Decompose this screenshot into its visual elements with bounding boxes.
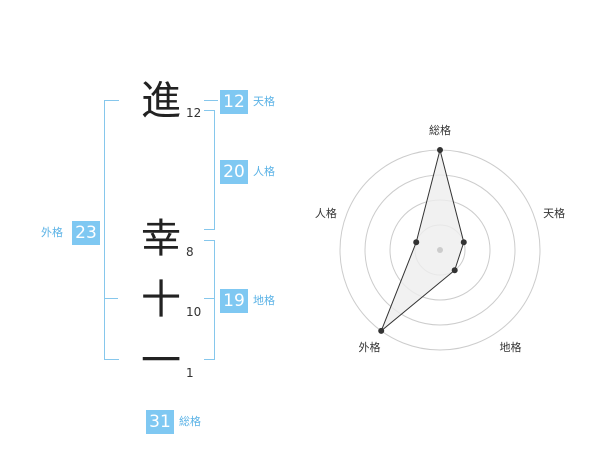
stroke-count-2: 8 xyxy=(186,245,194,259)
gaikaku-bracket-tick xyxy=(104,298,118,299)
stroke-count-3: 10 xyxy=(186,305,202,319)
stroke-count-4: 1 xyxy=(186,366,194,380)
radar-point-5 xyxy=(413,239,420,246)
jinkaku-bracket xyxy=(204,110,215,230)
name-char-3: 十 xyxy=(141,277,181,323)
tenkaku-value: 12 xyxy=(220,90,248,114)
tenkaku-label: 天格 xyxy=(253,95,275,108)
chikaku-bracket-tick xyxy=(204,298,214,299)
chikaku-label: 地格 xyxy=(253,294,275,307)
gaikaku-label: 外格 xyxy=(41,226,63,239)
chikaku-value: 19 xyxy=(220,289,248,313)
radar-point-1 xyxy=(437,147,443,153)
radar-point-2 xyxy=(460,239,467,246)
radar-area xyxy=(380,149,465,332)
name-char-4: 一 xyxy=(141,338,181,384)
soukaku-value: 31 xyxy=(146,410,174,434)
name-char-2: 幸 xyxy=(141,216,181,262)
radar-axis-label-3: 地格 xyxy=(500,340,522,354)
jinkaku-value: 20 xyxy=(220,160,248,184)
gaikaku-bracket xyxy=(104,100,119,360)
gaikaku-value: 23 xyxy=(72,221,100,245)
tenkaku-bracket xyxy=(204,100,218,101)
radar-center xyxy=(437,247,443,253)
name-char-1: 進 xyxy=(141,78,181,124)
soukaku-label: 総格 xyxy=(179,415,201,428)
radar-axis-label-5: 人格 xyxy=(315,206,337,220)
chikaku-bracket xyxy=(204,240,215,360)
radar-point-3 xyxy=(451,267,458,274)
radar-axis-label-4: 外格 xyxy=(358,340,380,354)
radar-axis-label-1: 総格 xyxy=(429,123,451,137)
jinkaku-label: 人格 xyxy=(253,165,275,178)
radar-point-4 xyxy=(378,327,385,334)
radar-axis-label-2: 天格 xyxy=(543,206,565,220)
stroke-count-1: 12 xyxy=(186,106,202,120)
